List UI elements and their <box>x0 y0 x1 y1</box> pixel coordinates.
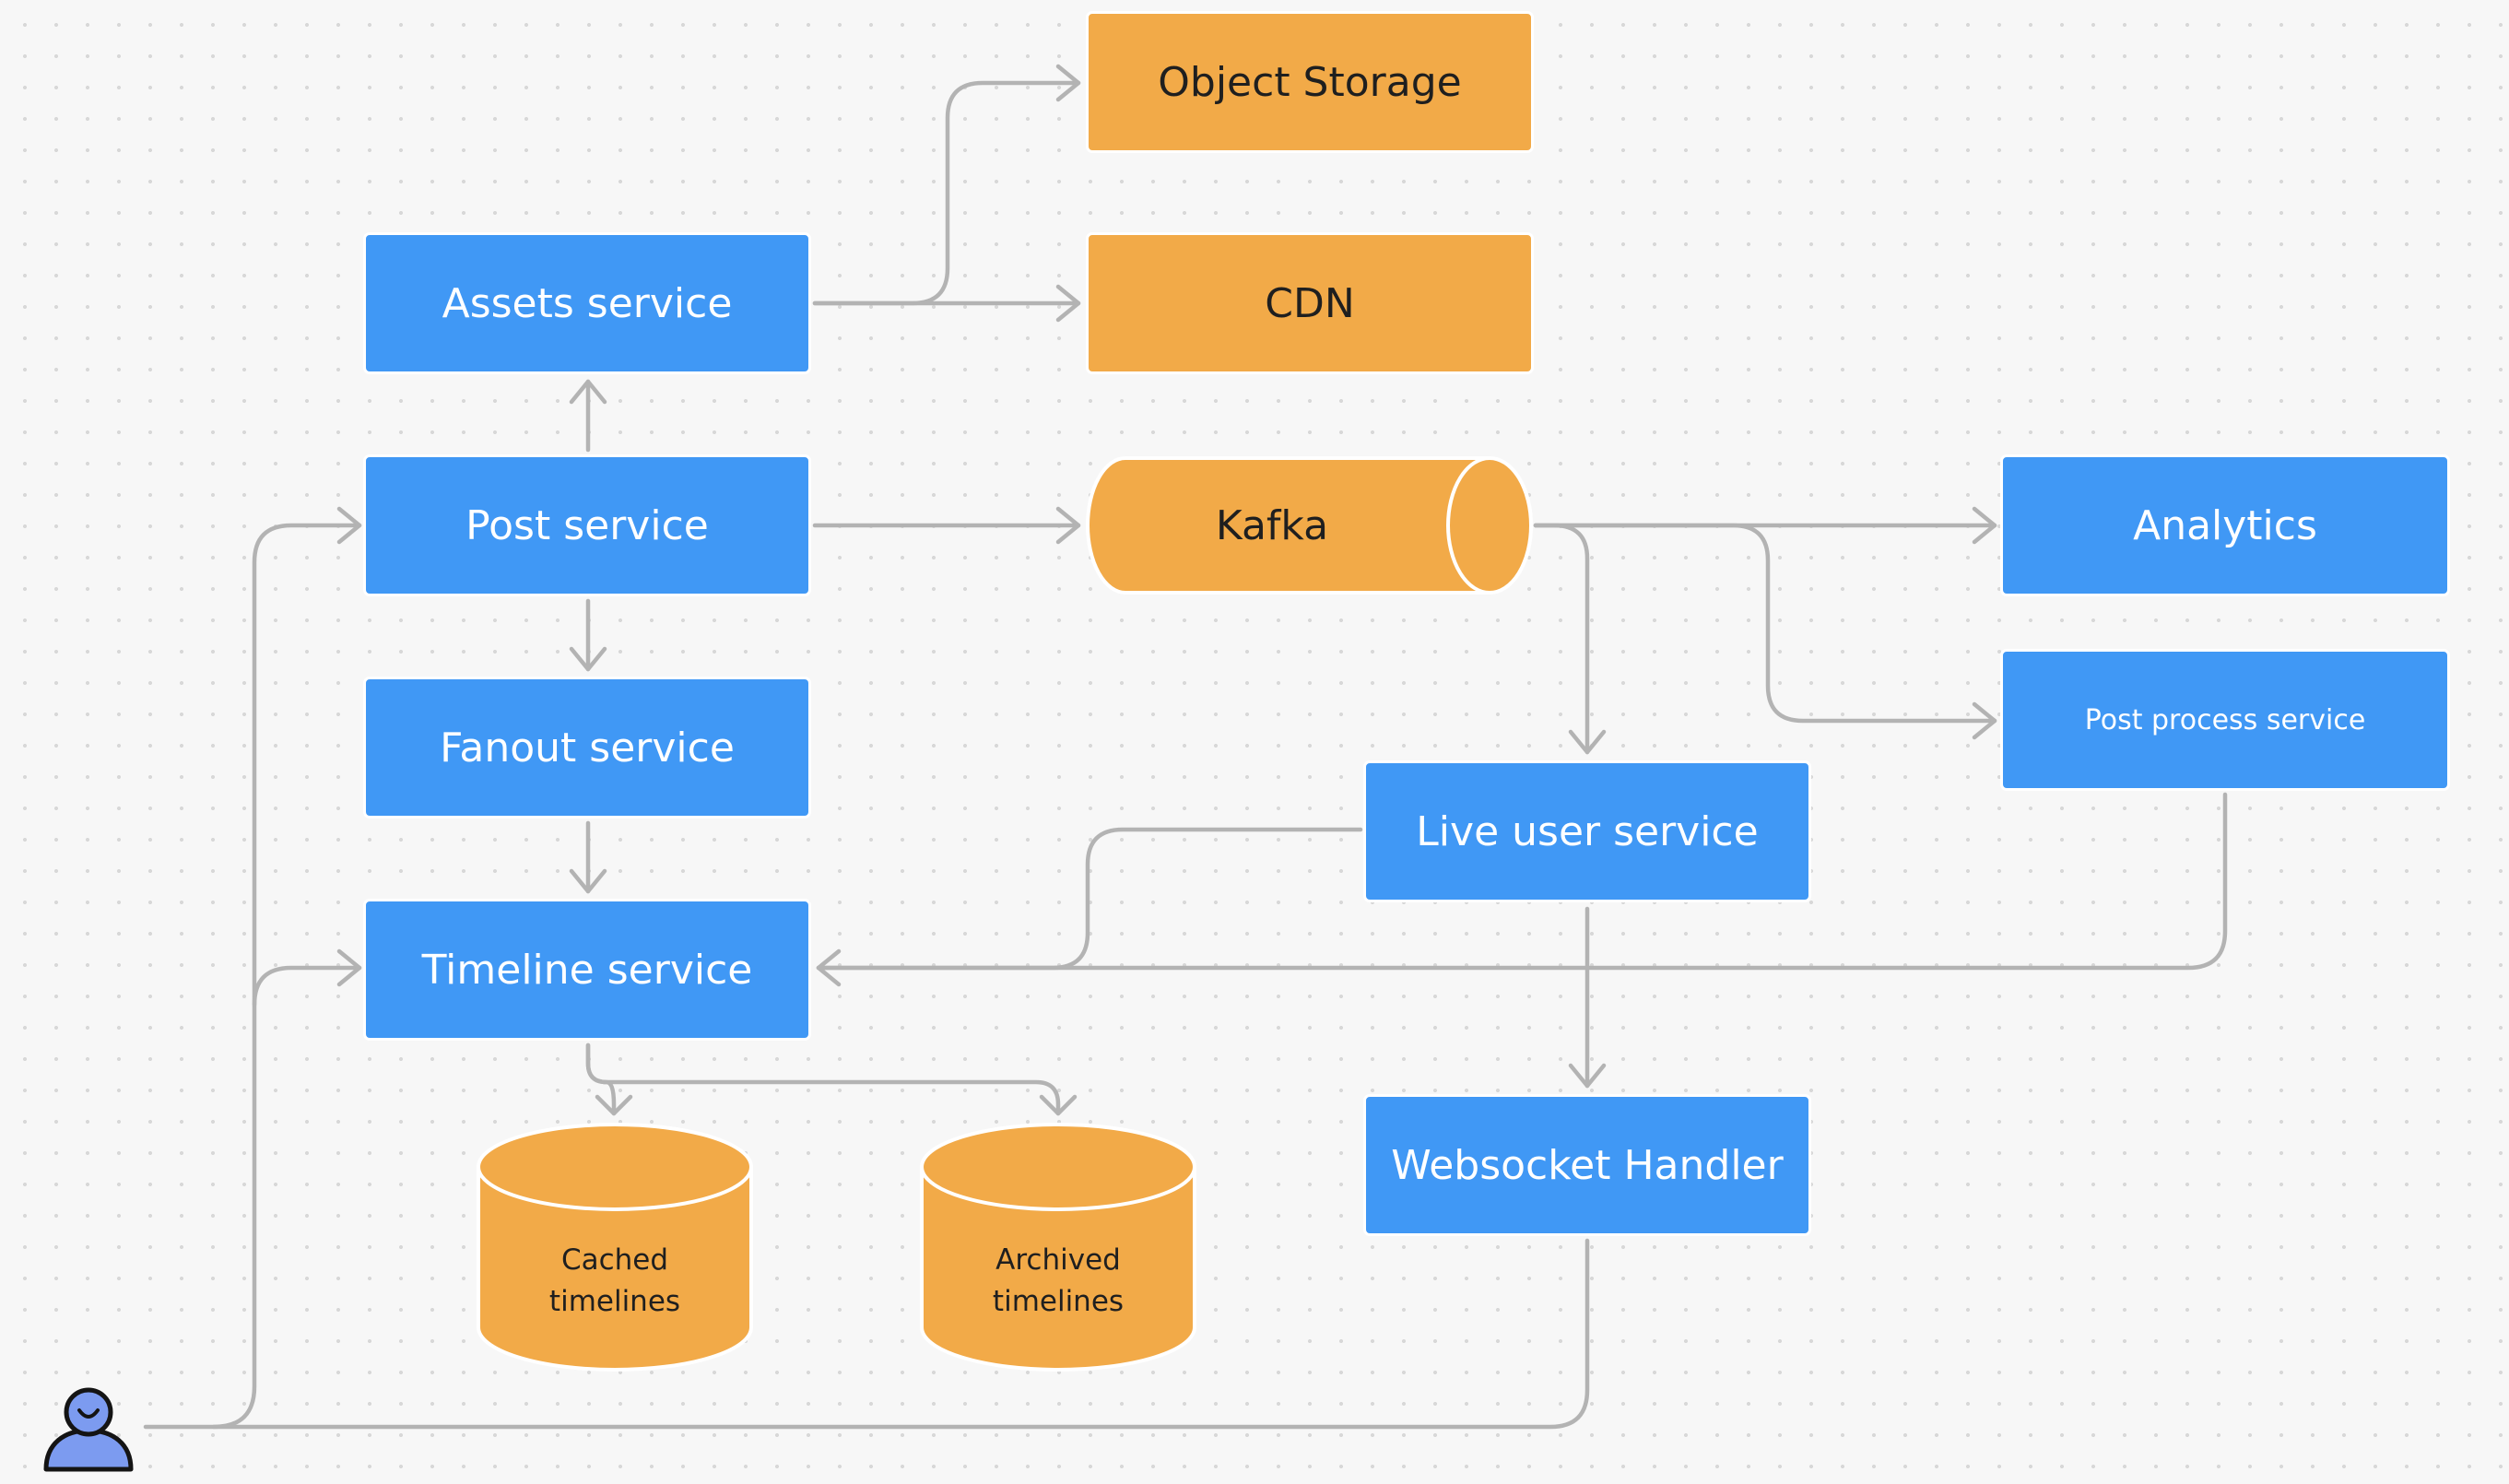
post-process-service-node[interactable]: Post process service <box>2000 649 2450 791</box>
websocket-handler-label: Websocket Handler <box>1391 1141 1784 1189</box>
arrowhead-kafka <box>1055 506 1081 545</box>
assets-service-label: Assets service <box>442 279 733 327</box>
cached-timelines-label-line1: Cached <box>560 1243 669 1277</box>
user-icon[interactable] <box>41 1383 136 1477</box>
timeline-service-node[interactable]: Timeline service <box>363 899 811 1041</box>
arrowhead-fanout <box>569 646 607 672</box>
live-user-service-label: Live user service <box>1416 807 1759 855</box>
kafka-label: Kafka <box>1215 501 1329 549</box>
live-user-service-node[interactable]: Live user service <box>1363 760 1811 902</box>
kafka-cylinder-cap <box>1446 456 1533 595</box>
arrowhead-post <box>336 506 362 545</box>
archived-timelines-label-line2: timelines <box>992 1285 1125 1318</box>
arrowhead-analytics <box>1972 506 1997 545</box>
assets-service-node[interactable]: Assets service <box>363 232 811 374</box>
arrowhead-archived <box>1039 1094 1078 1116</box>
edge-assets-to-object-storage <box>812 80 1081 306</box>
arrowhead-post-process <box>1972 701 1997 740</box>
arrowhead-assets <box>569 379 607 405</box>
edge-live-user-to-timeline <box>816 827 1363 971</box>
kafka-node[interactable] <box>1084 454 1539 596</box>
cached-timelines-node[interactable] <box>476 1123 754 1373</box>
object-storage-label: Object Storage <box>1158 58 1462 106</box>
arrowhead-timeline-left <box>336 948 362 987</box>
arrowhead-live-user <box>1568 729 1607 755</box>
archived-timelines-node[interactable] <box>919 1123 1197 1373</box>
edge-kafka-to-live-user <box>1533 523 1590 755</box>
cached-timelines-label-line2: timelines <box>548 1285 681 1318</box>
kafka-label-box: Kafka <box>1097 454 1447 596</box>
cached-timelines-body <box>477 1165 753 1372</box>
user-icon-head <box>64 1387 113 1437</box>
archived-timelines-body <box>920 1165 1196 1372</box>
object-storage-node[interactable]: Object Storage <box>1086 11 1534 153</box>
cached-timelines-cap <box>477 1123 753 1211</box>
edge-user-to-post <box>143 523 362 1430</box>
edge-user-to-timeline <box>252 965 362 1007</box>
fanout-service-label: Fanout service <box>440 724 735 771</box>
arrowhead-object-storage <box>1055 64 1081 102</box>
websocket-handler-node[interactable]: Websocket Handler <box>1363 1094 1811 1236</box>
post-service-node[interactable]: Post service <box>363 454 811 596</box>
edge-post-process-to-timeline <box>816 792 2228 971</box>
user-icon-smile <box>77 1408 100 1419</box>
post-service-label: Post service <box>465 501 709 549</box>
arrowhead-websocket <box>1568 1063 1607 1089</box>
analytics-node[interactable]: Analytics <box>2000 454 2450 596</box>
archived-timelines-label-box: Archived timelines <box>919 1217 1197 1346</box>
cdn-label: CDN <box>1265 279 1355 327</box>
arrowhead-cdn <box>1055 284 1081 323</box>
edge-kafka-to-post-process <box>1533 523 1997 724</box>
edge-websocket-to-user <box>211 1238 1590 1430</box>
analytics-label: Analytics <box>2133 501 2317 549</box>
arrowhead-timeline-top <box>569 868 607 894</box>
arrowhead-timeline-right <box>816 948 842 987</box>
timeline-service-label: Timeline service <box>421 946 753 994</box>
edge-timeline-to-archived <box>585 1042 1061 1116</box>
archived-timelines-label-line1: Archived <box>995 1243 1121 1277</box>
fanout-service-node[interactable]: Fanout service <box>363 677 811 819</box>
arrowhead-cached <box>595 1094 633 1116</box>
archived-timelines-cap <box>920 1123 1196 1211</box>
cdn-node[interactable]: CDN <box>1086 232 1534 374</box>
post-process-service-label: Post process service <box>2084 703 2366 736</box>
cached-timelines-label-box: Cached timelines <box>476 1217 754 1346</box>
